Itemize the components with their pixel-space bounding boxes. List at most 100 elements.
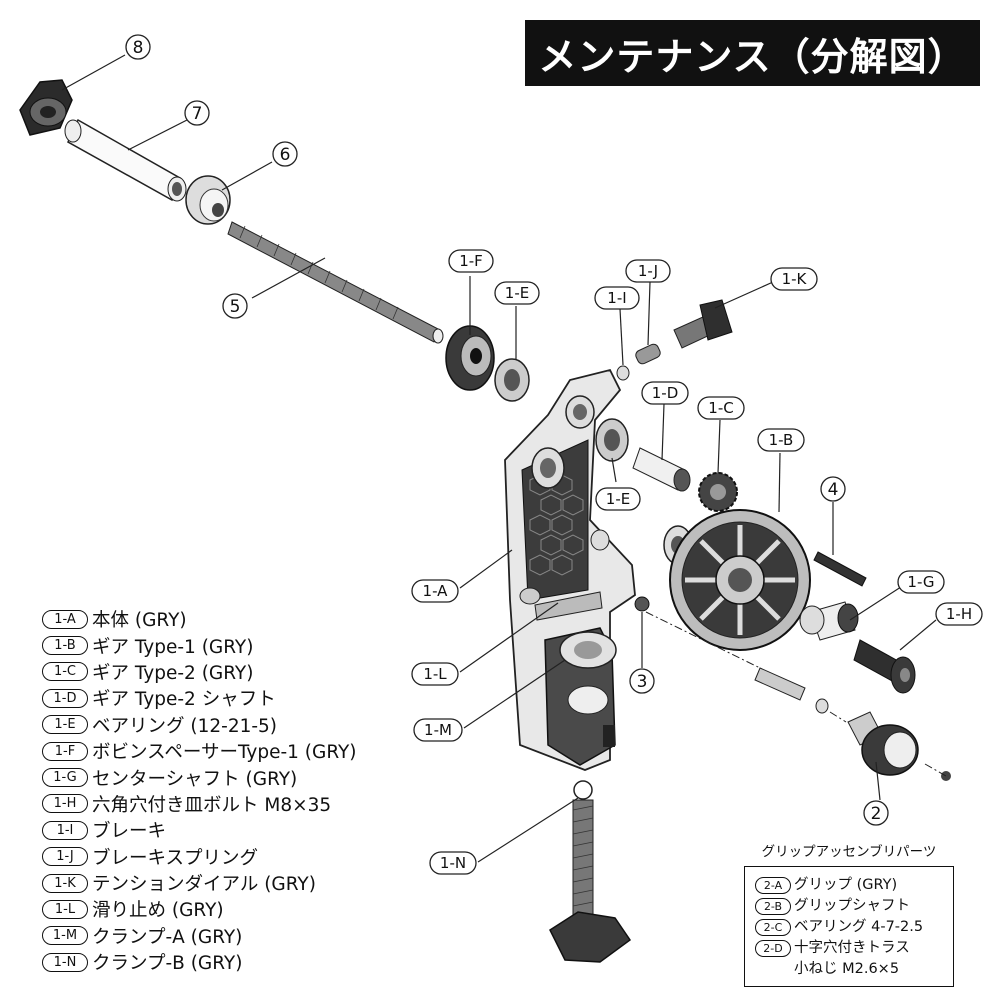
svg-text:7: 7 [192,104,203,124]
callout-3: 3 [629,668,655,694]
legend-code: 1-H [42,794,88,814]
legend-name: センターシャフト (GRY) [92,768,298,790]
legend-name: ギア Type-2 シャフト [92,689,276,711]
part-1C-gear [698,472,738,512]
svg-text:1-K: 1-K [782,270,808,288]
part-3-small-screw [634,596,650,612]
legend-code: 1-N [42,952,88,972]
svg-text:1-I: 1-I [607,289,626,307]
part-7-tube [64,118,187,202]
callout-2: 2 [863,800,889,826]
axis-line [645,611,947,777]
callout-1B: 1-B [757,428,805,452]
legend-code: 1-K [42,873,88,893]
legend-code: 1-I [42,820,88,840]
grip-part-code: 2-B [755,898,791,915]
svg-text:2: 2 [871,804,882,824]
callout-1A: 1-A [411,579,459,603]
legend-code: 1-F [42,741,88,761]
svg-text:8: 8 [133,38,144,58]
part-1I-brake [616,365,630,381]
grip-assembly-title: グリップアッセンブリパーツ [761,844,937,860]
legend-name: ブレーキスプリング [92,847,258,869]
callout-1H: 1-H [935,602,983,626]
legend-name: ボビンスペーサーType-1 (GRY) [92,742,357,764]
callout-7: 7 [184,100,210,126]
grip-part-name: グリップシャフト [794,898,910,914]
svg-text:1-F: 1-F [459,252,483,270]
callout-5: 5 [222,293,248,319]
svg-text:1-C: 1-C [708,399,733,417]
part-1B-large-gear [669,509,811,651]
legend-code: 1-C [42,662,88,682]
callout-1I: 1-I [594,286,640,310]
part-1G-center-shaft [799,601,859,641]
callout-1D: 1-D [641,381,689,405]
legend-code: 1-A [42,609,88,629]
legend-name: 本体 (GRY) [92,610,187,632]
part-1K-tension-dial [673,299,733,349]
grip-part-code: 2-C [755,919,791,936]
svg-text:1-J: 1-J [638,262,658,280]
part-1D-gear-shaft [632,447,691,492]
part-1E-bearing-top [494,358,530,402]
legend-name: 六角穴付き皿ボルト M8×35 [92,794,332,816]
part-1N-clamp-screw [549,780,632,963]
callout-6: 6 [272,141,298,167]
legend-name: ギア Type-2 (GRY) [92,662,254,684]
part-1E-bearing-mid [595,418,629,462]
grip-part-code: 2-A [755,877,791,894]
legend-code: 1-L [42,899,88,919]
callout-4: 4 [820,476,846,502]
legend-name: クランプ-B (GRY) [92,953,243,975]
legend-name: テンションダイアル (GRY) [92,874,316,896]
part-1L-anti-slip [534,591,603,621]
grip-part-name: ベアリング 4-7-2.5 [794,919,924,935]
callout-1K: 1-K [770,267,818,291]
callout-8: 8 [125,34,151,60]
part-6-cap [185,175,231,225]
svg-text:1-G: 1-G [907,573,934,591]
legend-name: クランプ-A (GRY) [92,926,243,948]
svg-text:1-A: 1-A [423,582,449,600]
callout-1L: 1-L [411,662,459,686]
leader-lines [61,54,937,863]
part-8-end-knob [19,79,73,136]
svg-text:1-D: 1-D [652,384,679,402]
legend-name: ベアリング (12-21-5) [92,715,278,737]
legend-code: 1-M [42,926,88,946]
callout-1G: 1-G [897,570,945,594]
svg-text:6: 6 [280,145,291,165]
grip-part-code: 2-D [755,940,791,957]
svg-text:1-E: 1-E [505,284,529,302]
svg-text:1-M: 1-M [424,721,452,739]
legend-code: 1-J [42,847,88,867]
legend-code: 1-E [42,715,88,735]
callout-1F: 1-F [448,249,494,273]
legend-code: 1-G [42,768,88,788]
legend-name: ブレーキ [92,821,167,843]
callout-1E-mid: 1-E [595,487,641,511]
callout-1J: 1-J [625,259,671,283]
svg-text:1-H: 1-H [946,605,972,623]
part-1F-bobbin-spacer [445,325,495,391]
callout-1M: 1-M [413,718,463,742]
